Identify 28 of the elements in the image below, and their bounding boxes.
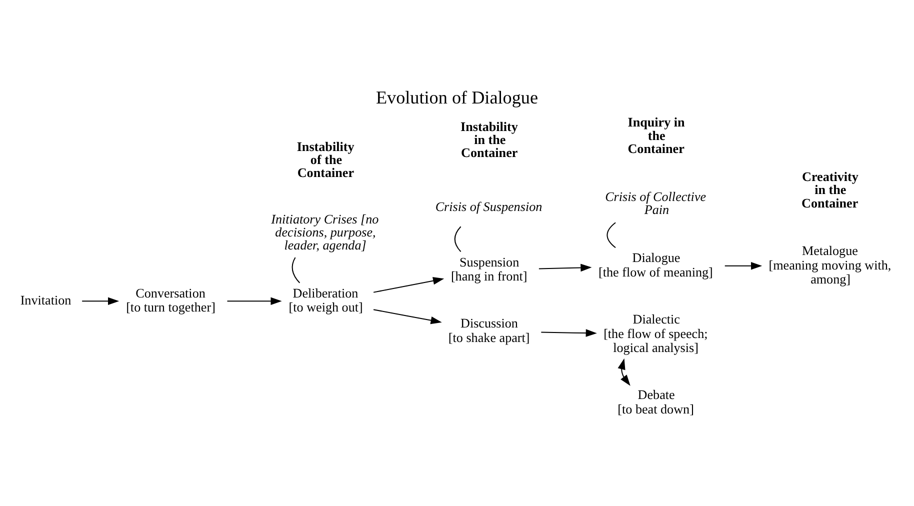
node-text: Crisis of Collective Pain: [605, 188, 706, 217]
node-text: Conversation [to turn together]: [126, 285, 216, 315]
arrow: [373, 276, 444, 293]
connector: [606, 222, 616, 248]
label: Creativity in the Container: [802, 169, 858, 210]
connector: [292, 257, 300, 284]
node-text: Debate [to beat down]: [618, 387, 694, 416]
node-text: Discussion [to shake apart]: [448, 316, 530, 345]
node-text: Metalogue [meaning moving with, among]: [768, 243, 892, 286]
node-text: Dialectic [the flow of speech; logical analysis]: [604, 312, 708, 355]
label: Instability of the Container: [296, 138, 354, 180]
arrow: [724, 262, 762, 270]
arrow: [541, 329, 597, 337]
arrow: [538, 264, 592, 272]
node-text: Crisis of Suspension: [435, 198, 542, 214]
node-text: Deliberation [to weigh out]: [288, 285, 363, 315]
arrow: [618, 358, 630, 386]
arrow: [227, 297, 282, 305]
connector: [454, 226, 462, 252]
node-text: Invitation: [20, 292, 72, 308]
arrow: [82, 297, 120, 305]
node-text: Dialogue [the flow of meaning]: [598, 250, 713, 280]
label: Instability in the Container: [460, 118, 518, 160]
diagram-title: Evolution of Dialogue: [376, 88, 538, 108]
label: Inquiry in the Container: [628, 114, 685, 156]
node-text: Suspension [hang in front]: [450, 254, 528, 284]
arrow: [373, 309, 442, 324]
node-text: Initiatory Crises [no decisions, purpose, leader, agenda]: [271, 211, 379, 253]
